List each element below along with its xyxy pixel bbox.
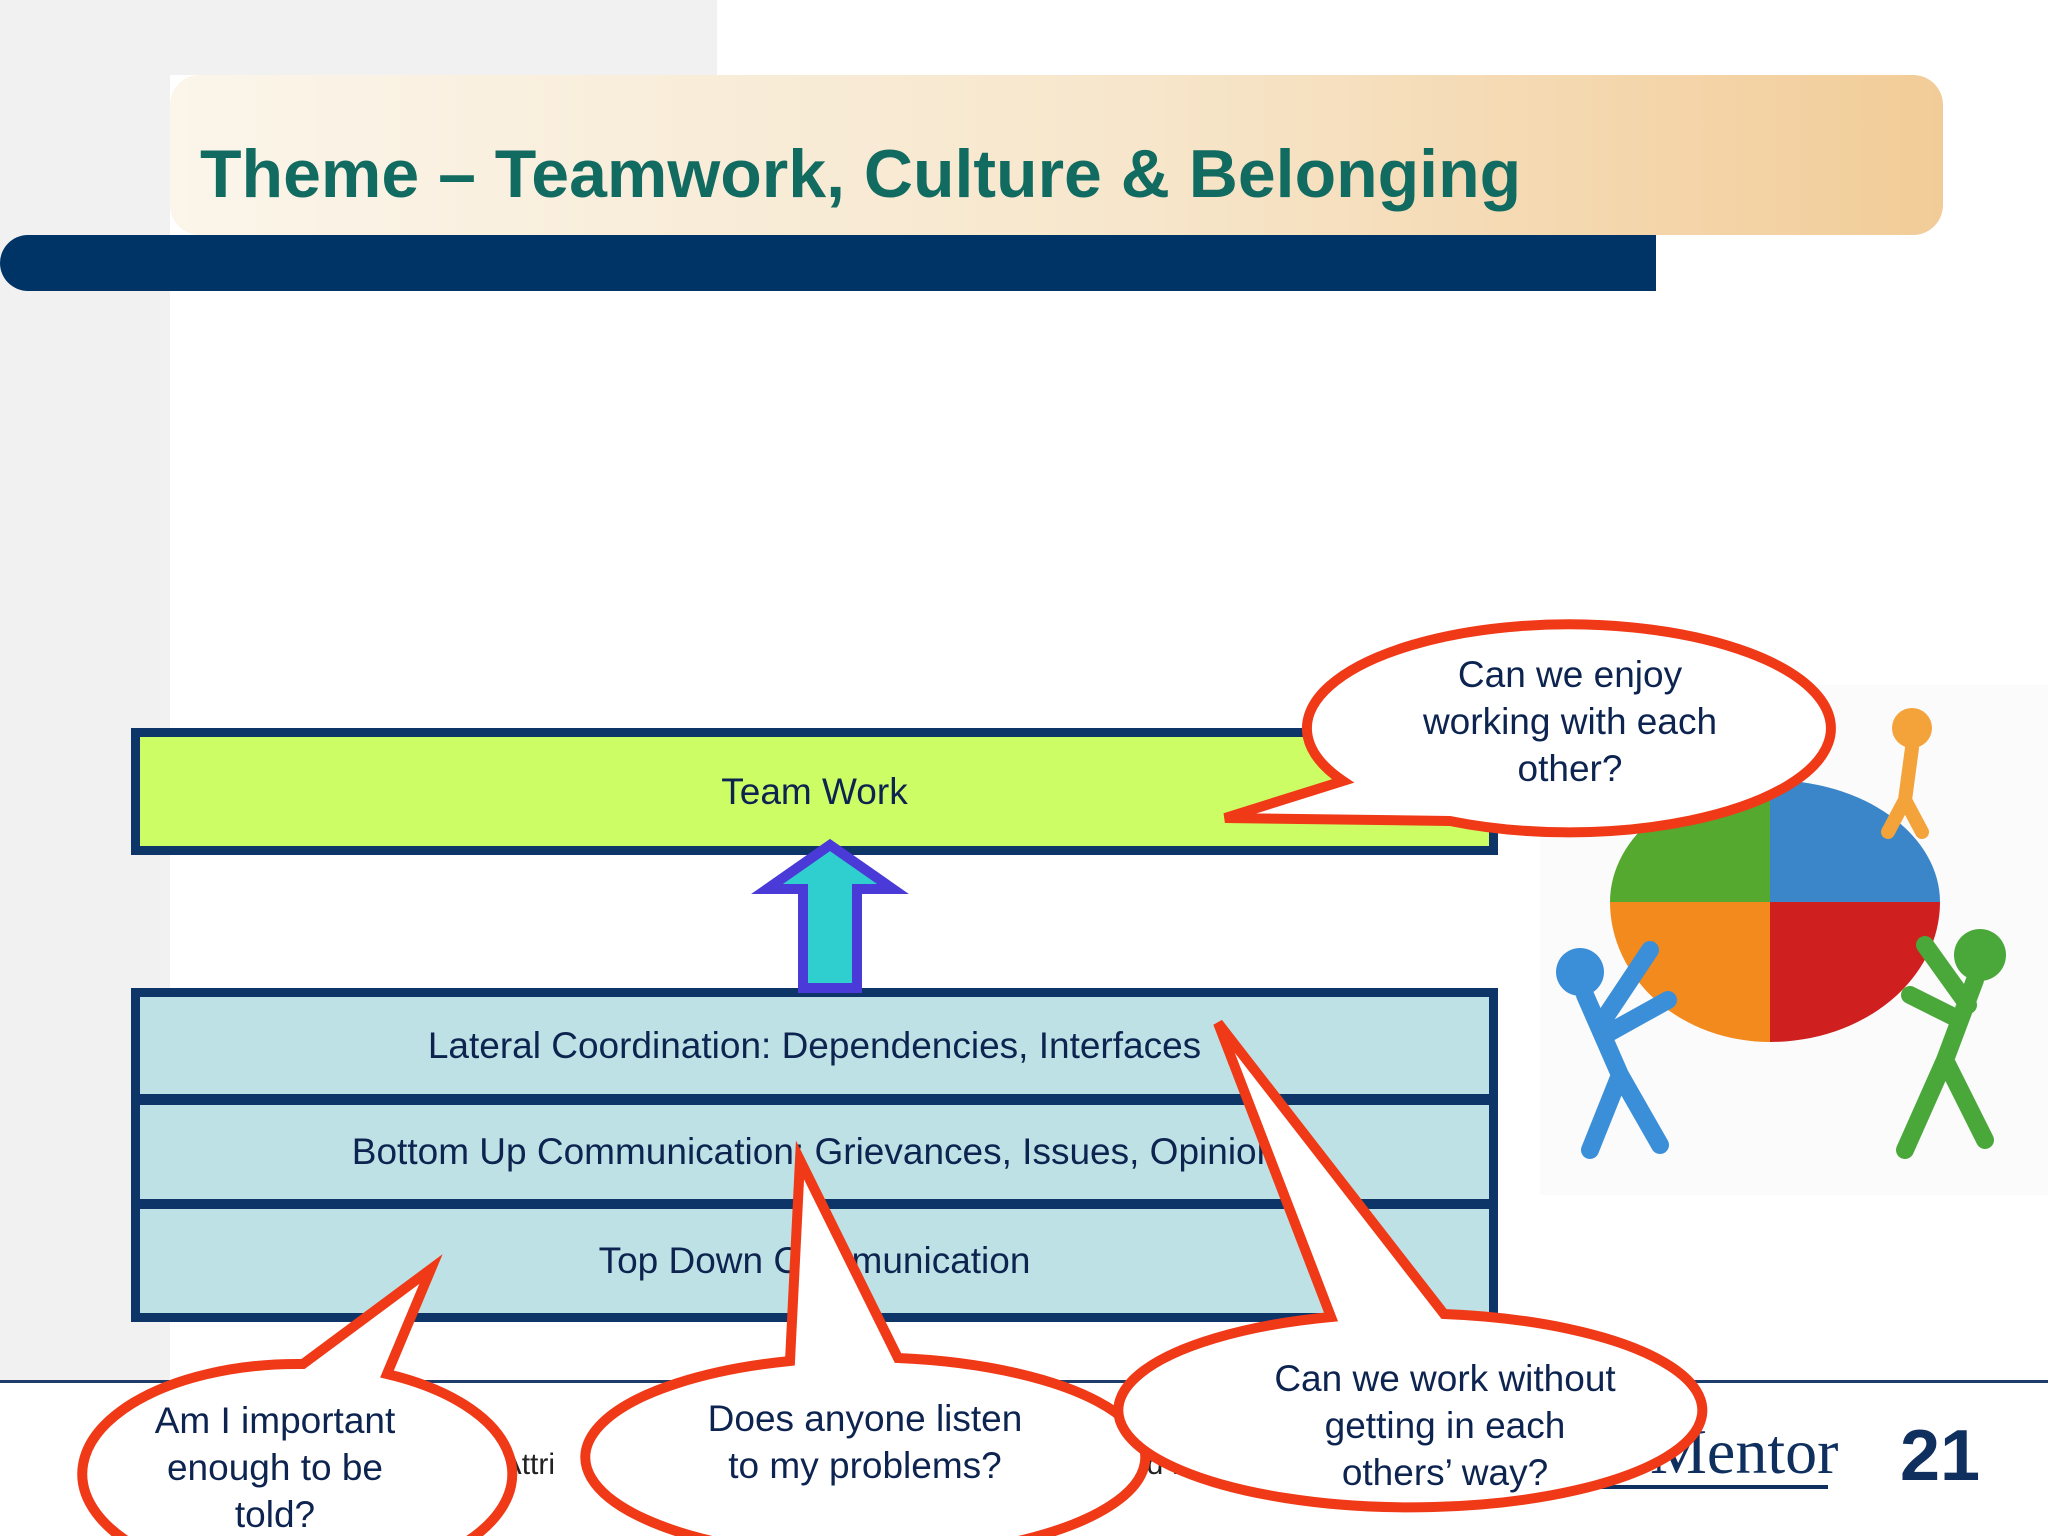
bubble-text-enjoy: Can we enjoy working with each other? xyxy=(1422,654,1718,789)
layer-label: Bottom Up Communication: Grievances, Iss… xyxy=(351,1131,1278,1172)
bubble-text-important: Am I important enough to be told? xyxy=(154,1400,396,1535)
speech-bubble-enjoy xyxy=(1223,619,1836,838)
speech-bubble-important xyxy=(77,1254,518,1536)
brand-underline xyxy=(1600,1485,1828,1489)
page-number: 21 xyxy=(1900,1416,1981,1496)
layer-label: Lateral Coordination: Dependencies, Inte… xyxy=(427,1024,1202,1066)
bubble-text-listen: Does anyone listen to my problems? xyxy=(707,1398,1023,1486)
slide-title: Theme – Teamwork, Culture & Belonging xyxy=(200,136,1522,212)
top-background-block xyxy=(0,0,717,75)
speech-bubble-listen xyxy=(580,1140,1151,1536)
speech-bubble-way xyxy=(1113,1019,1708,1513)
bubble-text-way: Can we work without getting in each othe… xyxy=(1274,1358,1616,1493)
title-underline-bar xyxy=(0,235,1656,291)
team-work-box: Team Work xyxy=(131,728,1498,855)
team-work-label: Team Work xyxy=(721,770,908,812)
title-band xyxy=(170,75,1943,235)
up-arrow-icon xyxy=(751,838,909,993)
